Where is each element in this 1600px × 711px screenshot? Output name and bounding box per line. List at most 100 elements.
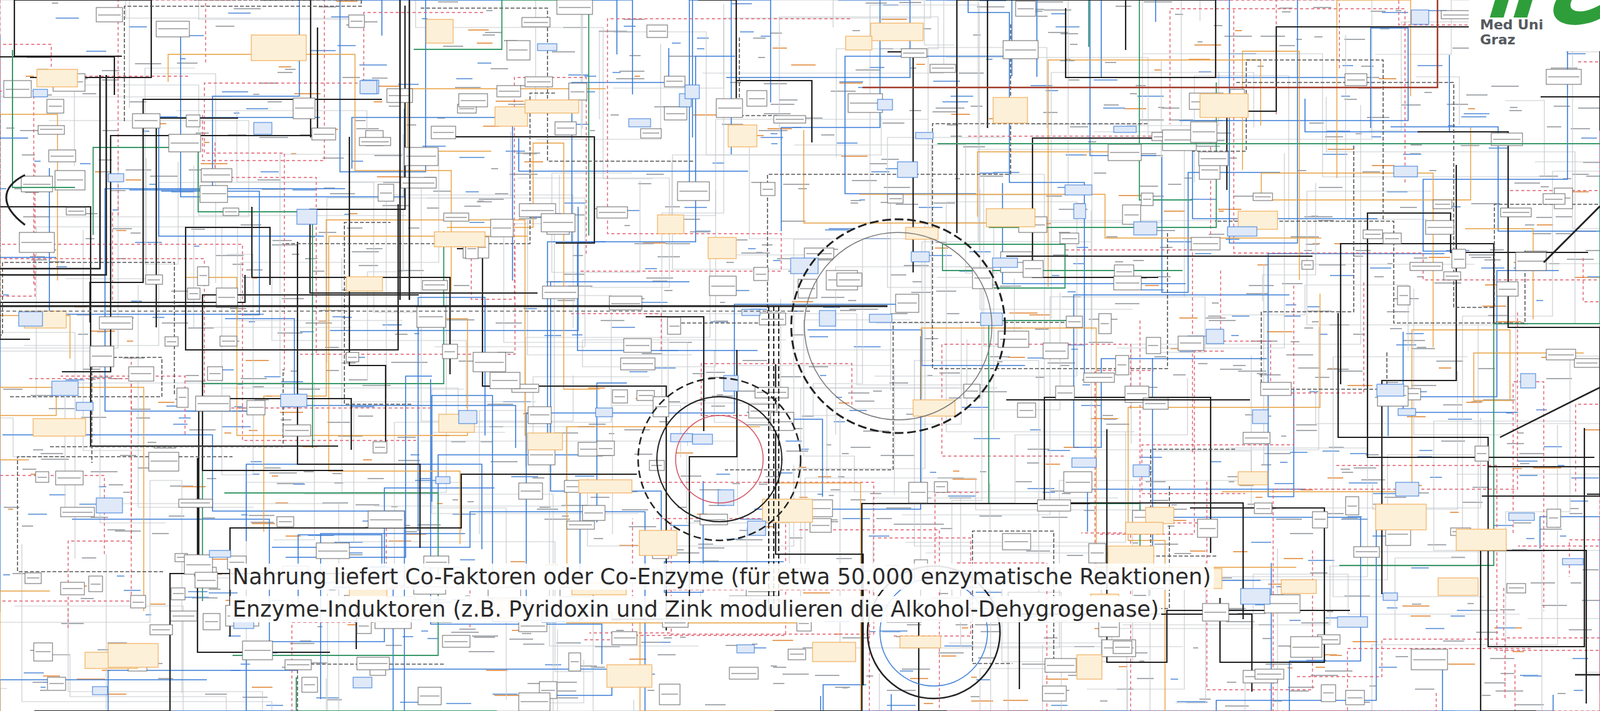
pathway-line [1462,171,1600,531]
text-mark [782,673,809,675]
text-mark [563,273,585,275]
compound-box [1015,1,1036,17]
text-mark [1484,259,1501,261]
text-mark [952,478,977,480]
text-mark [544,335,562,337]
text-mark [870,493,882,495]
text-mark [278,66,292,68]
text-mark [1327,477,1344,479]
text-mark [1341,518,1369,520]
text-mark [1037,15,1048,17]
text-mark [1322,450,1340,452]
text-mark [208,592,238,594]
text-mark [808,366,829,368]
text-mark [758,483,768,485]
text-mark [1143,1,1172,3]
text-mark [491,168,499,170]
compound-box [555,121,577,135]
text-mark [1347,385,1373,387]
text-mark [1467,603,1474,605]
text-mark [1248,285,1274,287]
text-mark [1500,673,1515,675]
pathway-line [1236,82,1600,308]
pathway-line [988,320,1140,562]
text-mark [228,12,251,14]
text-mark [55,17,79,19]
text-mark [1047,450,1070,452]
text-mark [443,45,464,47]
text-mark [619,70,645,72]
text-mark [147,279,160,281]
text-mark [40,686,46,689]
text-mark [611,303,640,305]
text-mark [1548,76,1580,78]
text-mark [923,703,934,705]
text-mark [963,146,985,148]
text-mark [1540,186,1549,188]
text-mark [909,110,922,112]
pathway-line [698,0,737,99]
text-mark [551,51,575,53]
text-mark [189,293,199,295]
text-mark [1428,256,1450,259]
text-mark [1026,550,1050,552]
compound-box [609,296,642,310]
text-mark [153,447,177,449]
text-mark [123,491,130,494]
compound-box [21,176,53,192]
text-mark [1468,108,1475,110]
pathway-line [65,383,315,540]
text-mark [477,62,492,64]
text-mark [405,531,417,533]
text-mark [467,248,477,250]
text-mark [930,471,937,474]
compound-box [1443,271,1461,280]
pathway-line [34,573,357,711]
text-mark [1340,468,1350,470]
text-mark [1514,182,1540,184]
text-mark [668,55,694,57]
text-mark [836,142,858,144]
text-mark [598,211,626,214]
compound-box [612,390,628,404]
text-mark [629,55,641,57]
pathway-line [946,0,1346,78]
text-mark [973,438,1000,440]
text-mark [252,473,260,475]
text-mark [281,381,304,383]
text-mark [1090,552,1104,554]
text-mark [951,113,970,115]
pathway-line [1575,404,1600,542]
text-mark [1381,11,1409,14]
text-mark [1035,328,1049,330]
text-mark [355,120,366,122]
pathway-line [1515,546,1600,711]
text-mark [735,539,763,541]
text-mark [840,310,857,312]
text-mark [839,82,863,84]
text-mark [1468,254,1494,256]
text-mark [895,203,919,205]
text-mark [870,631,876,633]
text-mark [1411,603,1422,605]
text-mark [402,182,435,184]
pathway-line [202,231,444,602]
text-mark [49,494,66,496]
text-mark [1176,701,1206,703]
text-mark [48,408,75,410]
text-mark [281,298,304,300]
text-mark [385,645,402,647]
text-mark [115,530,141,532]
pathway-line [221,388,459,422]
text-mark [1298,367,1320,369]
text-mark [1019,410,1034,412]
text-mark [206,478,217,480]
compound-box [1101,640,1136,657]
text-mark [1030,85,1053,87]
text-mark [342,76,360,79]
text-mark [1053,254,1069,256]
text-mark [298,388,320,390]
text-mark [89,376,112,379]
pathway-line [905,431,1126,543]
text-mark [821,134,835,136]
